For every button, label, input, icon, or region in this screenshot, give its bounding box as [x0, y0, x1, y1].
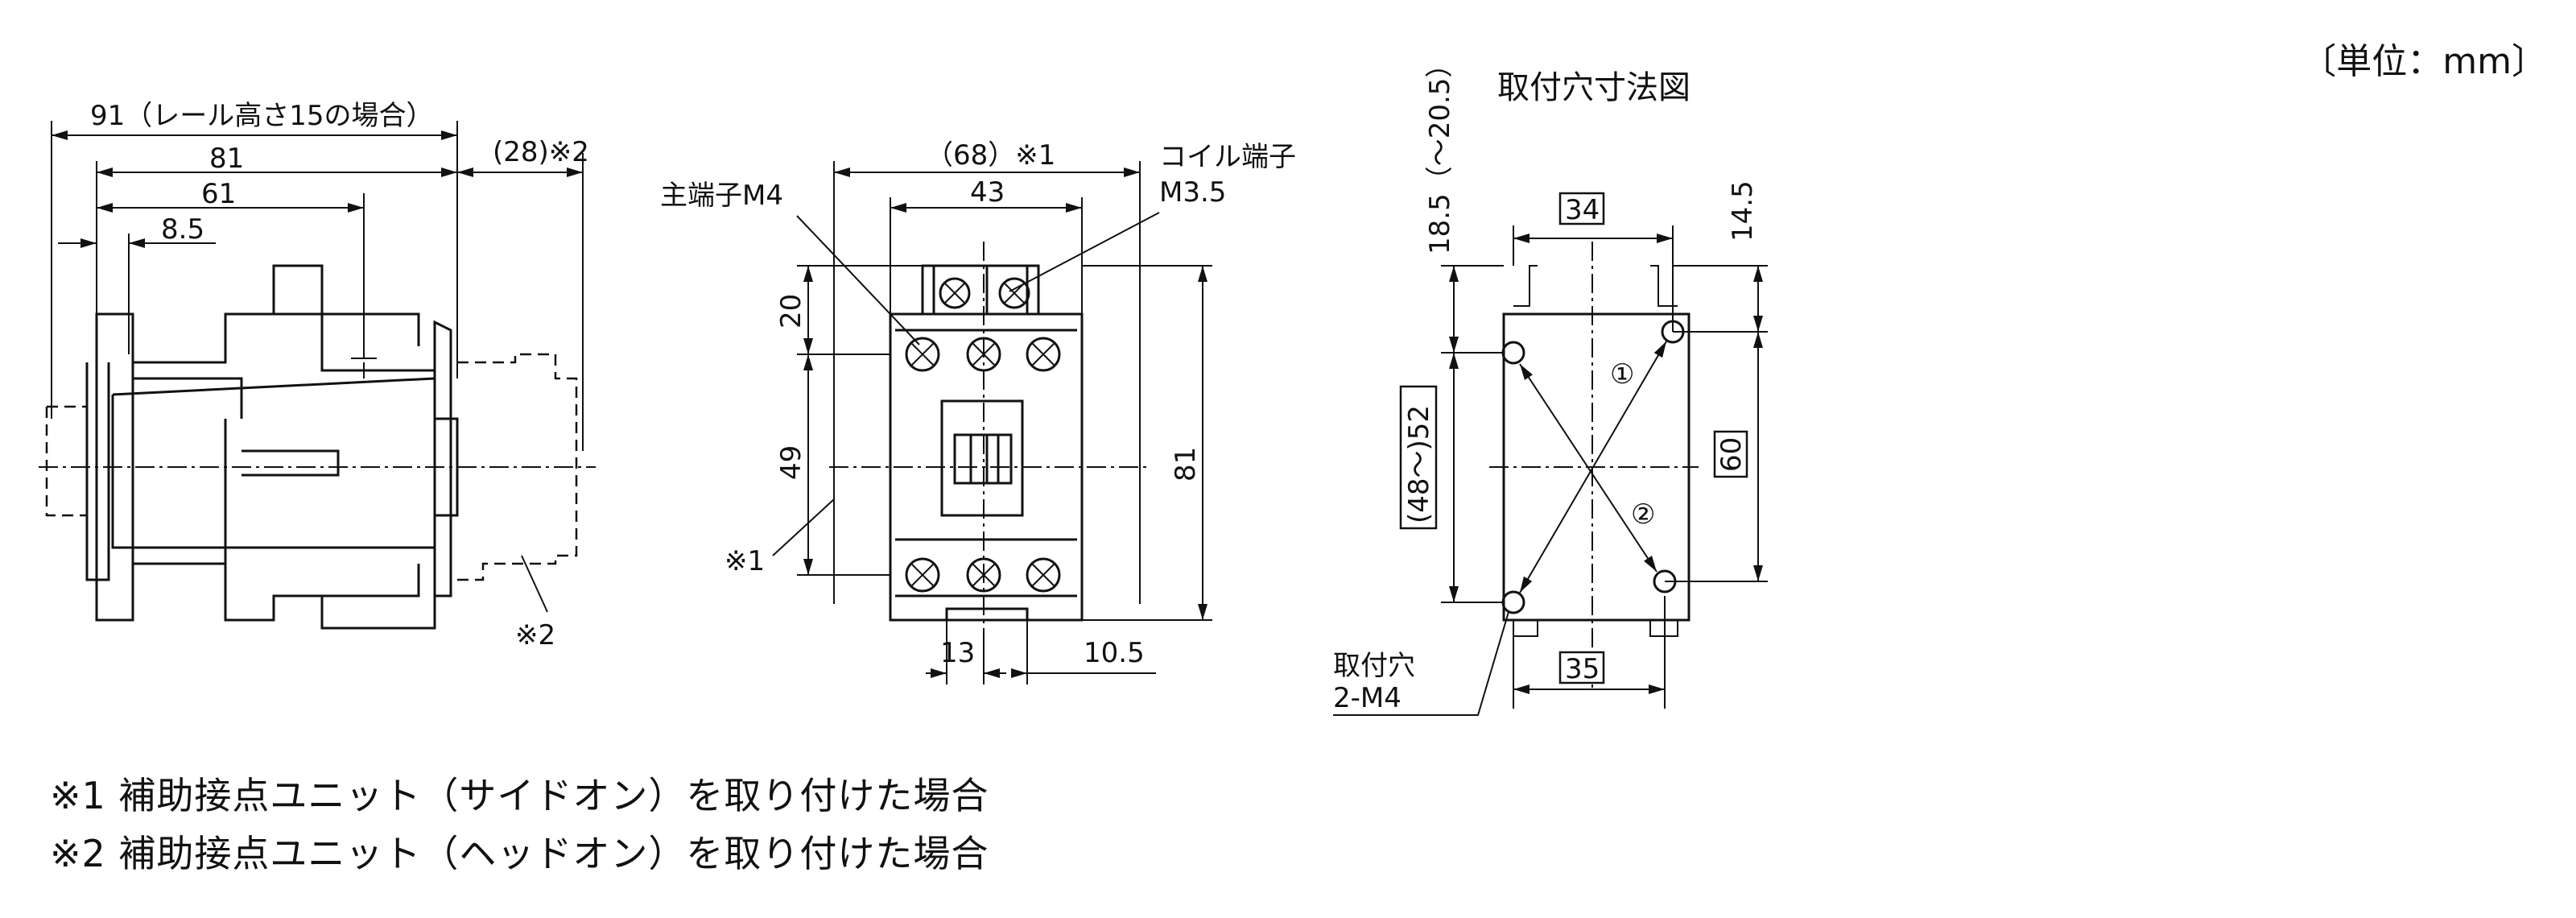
dim-81-front-label: 81 — [1170, 447, 1202, 482]
dim-18-5-label: 18.5（〜20.5） — [1424, 51, 1456, 254]
dim-13-label: 13 — [940, 637, 975, 669]
dim-14-5-label: 14.5 — [1727, 180, 1759, 242]
mounting-hole-diagram: 取付穴寸法図 ① ② 18.5（〜20.5） 34 14.5 — [1333, 51, 1768, 716]
front-view: （68）※1 43 コイル端子 M3.5 主端子M4 — [660, 139, 1296, 684]
mounting-hole-4 — [1501, 590, 1525, 614]
hole-label: 取付穴 — [1333, 650, 1415, 682]
dim-34-label: 34 — [1565, 194, 1600, 226]
dim-49-label: 49 — [775, 445, 807, 480]
dim-68-label: （68）※1 — [926, 139, 1055, 172]
dim-35-label: 35 — [1565, 653, 1600, 685]
note-1-marker: ※1 — [724, 545, 765, 577]
note-2-marker: ※2 — [515, 619, 555, 651]
side-view: 91（レール高さ15の場合） 81 61 8.5 (28)※2 — [39, 100, 596, 651]
dim-91-label: 91（レール高さ15の場合） — [90, 100, 434, 132]
technical-drawing: .ln { stroke:#111; stroke-width:3; fill:… — [39, 51, 1768, 716]
dim-8-5-label: 8.5 — [161, 213, 204, 246]
dim-43-label: 43 — [970, 176, 1005, 209]
dim-10-5-label: 10.5 — [1084, 637, 1145, 669]
dim-61-label: 61 — [201, 178, 236, 210]
dim-20-label: 20 — [775, 294, 807, 329]
diagonal-2-marker: ② — [1631, 498, 1655, 531]
hole-size-label: 2-M4 — [1333, 682, 1402, 714]
coil-terminal-size: M3.5 — [1159, 176, 1226, 209]
mounting-hole-1 — [1501, 341, 1525, 365]
main-terminal-label: 主端子M4 — [660, 180, 783, 212]
coil-terminal-label: コイル端子 — [1159, 141, 1296, 173]
unit-label: 〔単位：mm〕 — [2301, 41, 2547, 82]
dim-28-label: (28)※2 — [493, 136, 589, 168]
dim-81-label: 81 — [209, 143, 244, 175]
mounting-title: 取付穴寸法図 — [1497, 69, 1690, 106]
terminal-screws — [905, 277, 1061, 593]
dim-48-52-label: (48〜)52 — [1403, 405, 1435, 523]
footnote-1: ※1 補助接点ユニット（サイドオン）を取り付けた場合 — [50, 774, 989, 817]
diagonal-1-marker: ① — [1610, 358, 1634, 391]
dim-60-label: 60 — [1715, 437, 1748, 472]
footnote-2: ※2 補助接点ユニット（ヘッドオン）を取り付けた場合 — [50, 832, 989, 875]
